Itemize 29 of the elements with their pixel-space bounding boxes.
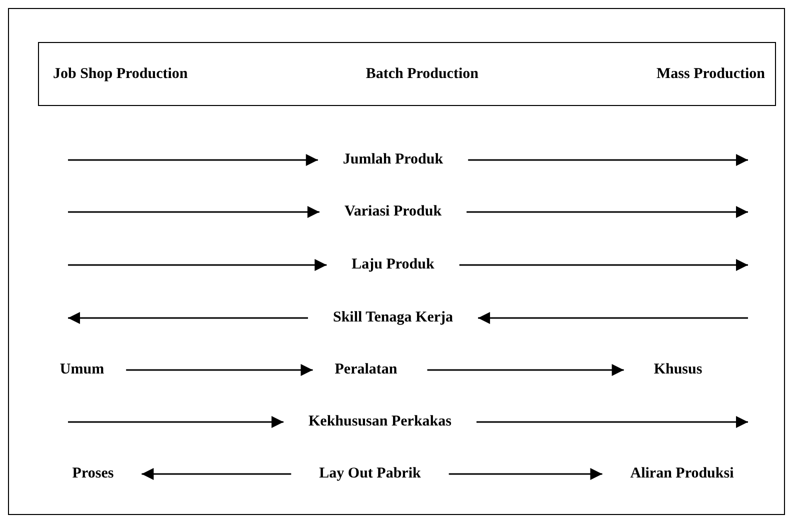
row-label: Peralatan <box>334 362 398 378</box>
arrow <box>142 468 292 480</box>
row-label: Lay Out Pabrik <box>319 466 421 482</box>
category-box <box>38 42 776 106</box>
category-label: Mass Production <box>656 66 765 82</box>
arrow <box>68 416 284 428</box>
arrow <box>427 364 624 376</box>
arrow <box>448 468 602 480</box>
arrow <box>68 206 320 218</box>
arrow <box>478 312 748 324</box>
category-label: Job Shop Production <box>53 66 188 82</box>
arrow <box>68 312 308 324</box>
arrow <box>126 364 313 376</box>
row-label: Skill Tenaga Kerja <box>332 310 454 326</box>
arrow <box>468 154 748 166</box>
row-label: Variasi Produk <box>344 204 442 220</box>
arrow <box>476 416 748 428</box>
row-label: Jumlah Produk <box>342 152 444 168</box>
row-label: Khusus <box>654 362 702 378</box>
category-label: Batch Production <box>366 66 478 82</box>
arrow <box>459 259 748 271</box>
row-label: Aliran Produksi <box>630 466 734 482</box>
row-label: Umum <box>60 362 104 378</box>
arrow <box>68 154 318 166</box>
row-label: Kekhususan Perkakas <box>308 414 452 430</box>
row-label: Proses <box>72 466 114 482</box>
arrow <box>68 259 327 271</box>
arrow <box>466 206 748 218</box>
row-label: Laju Produk <box>352 256 434 274</box>
